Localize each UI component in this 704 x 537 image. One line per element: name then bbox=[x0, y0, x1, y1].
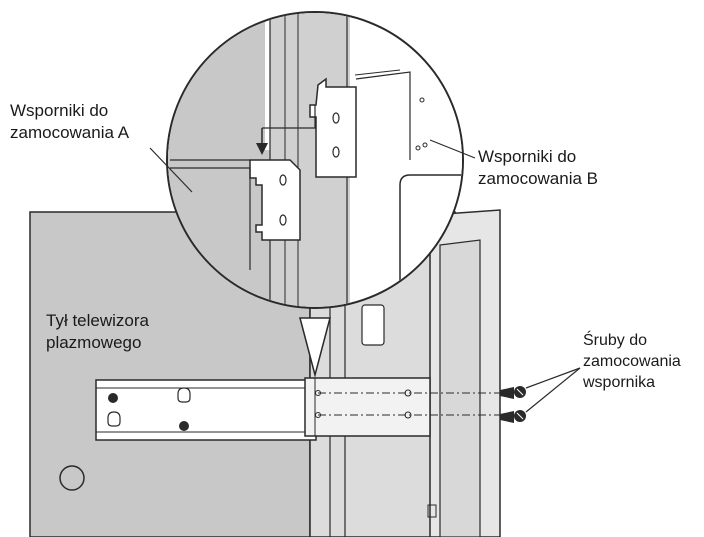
label-brackets-b-line2: zamocowania B bbox=[478, 169, 599, 188]
label-brackets-b: Wsporniki do zamocowania B bbox=[478, 146, 598, 190]
label-screws: Śruby do zamocowania wspornika bbox=[583, 330, 681, 393]
label-brackets-a: Wsporniki do zamocowania A bbox=[10, 100, 129, 144]
label-leader-lines bbox=[149, 139, 476, 193]
tv-back-panel bbox=[29, 209, 501, 537]
label-brackets-a-line1: Wsporniki do bbox=[10, 101, 109, 120]
screw-leader-lines bbox=[525, 367, 581, 413]
label-tv-back-line2: plazmowego bbox=[46, 333, 142, 352]
label-screws-line1: Śruby do bbox=[583, 332, 648, 349]
label-tv-back-line1: Tył telewizora bbox=[46, 311, 149, 330]
label-screws-line2: zamocowania bbox=[583, 353, 681, 370]
label-screws-line3: wspornika bbox=[583, 374, 656, 391]
screw-icon bbox=[500, 386, 526, 423]
magnified-callout bbox=[166, 11, 464, 378]
down-arrow-icon bbox=[256, 105, 316, 155]
bracket-a-mounted bbox=[95, 377, 515, 441]
label-tv-back: Tył telewizora plazmowego bbox=[46, 310, 149, 354]
label-brackets-a-line2: zamocowania A bbox=[10, 123, 130, 142]
label-brackets-b-line1: Wsporniki do bbox=[478, 147, 577, 166]
